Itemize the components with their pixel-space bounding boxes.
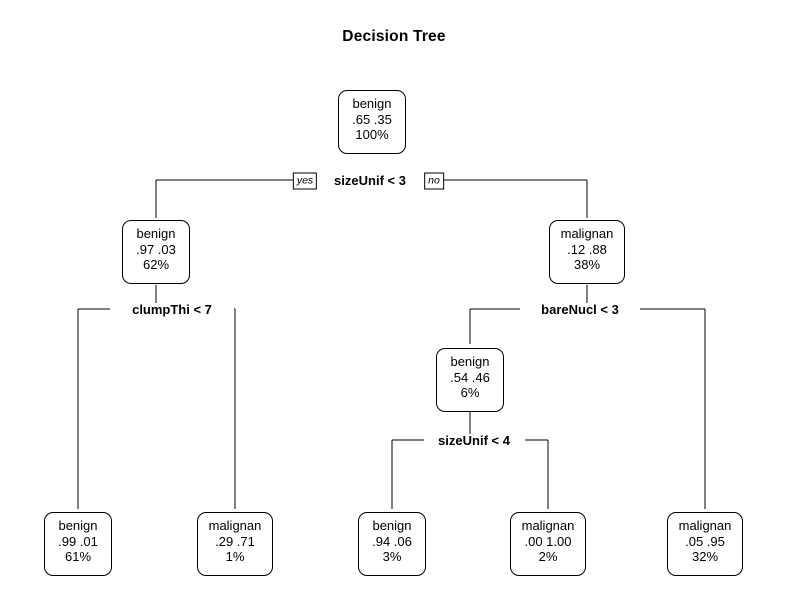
tree-leaf-5[interactable]: malignan .05 .95 32% [667,512,743,576]
page-title: Decision Tree [342,28,446,45]
node-probabilities: .65 .35 [352,111,392,127]
tree-node-n6[interactable]: benign .54 .46 6% [436,348,504,412]
node-percent: 2% [538,549,558,564]
branch-label-no[interactable]: no [424,172,444,190]
split-label-right[interactable]: bareNucl < 3 [538,303,622,317]
node-percent: 1% [225,549,245,564]
split-label-root[interactable]: sizeUnif < 3 [331,174,409,188]
node-probabilities: .99 .01 [58,533,98,549]
tree-node-n2[interactable]: benign .97 .03 62% [122,220,190,284]
node-percent: 3% [382,549,402,564]
branch-label-yes[interactable]: yes [292,172,318,190]
tree-leaf-1[interactable]: benign .99 .01 61% [44,512,112,576]
node-class-label: malignan [678,518,732,533]
tree-node-root[interactable]: benign .65 .35 100% [338,90,406,154]
node-class-label: malignan [521,518,575,533]
node-percent: 61% [64,549,92,564]
node-probabilities: .54 .46 [450,369,490,385]
node-probabilities: .97 .03 [136,241,176,257]
node-class-label: benign [58,518,98,533]
tree-node-n3[interactable]: malignan .12 .88 38% [549,220,625,284]
split-label-mid[interactable]: sizeUnif < 4 [435,434,513,448]
node-percent: 6% [460,385,480,400]
split-label-left[interactable]: clumpThi < 7 [129,303,215,317]
node-probabilities: .00 1.00 [524,533,572,549]
tree-leaf-4[interactable]: malignan .00 1.00 2% [510,512,586,576]
node-probabilities: .05 .95 [685,533,725,549]
node-percent: 32% [691,549,719,564]
node-probabilities: .12 .88 [567,241,607,257]
node-class-label: benign [136,226,176,241]
node-class-label: benign [352,96,392,111]
node-probabilities: .94 .06 [372,533,412,549]
tree-leaf-3[interactable]: benign .94 .06 3% [358,512,426,576]
tree-leaf-2[interactable]: malignan .29 .71 1% [197,512,273,576]
node-probabilities: .29 .71 [215,533,255,549]
node-class-label: benign [372,518,412,533]
node-class-label: malignan [560,226,614,241]
node-class-label: malignan [208,518,262,533]
node-class-label: benign [450,354,490,369]
node-percent: 38% [573,257,601,272]
node-percent: 100% [355,127,389,142]
node-percent: 62% [142,257,170,272]
